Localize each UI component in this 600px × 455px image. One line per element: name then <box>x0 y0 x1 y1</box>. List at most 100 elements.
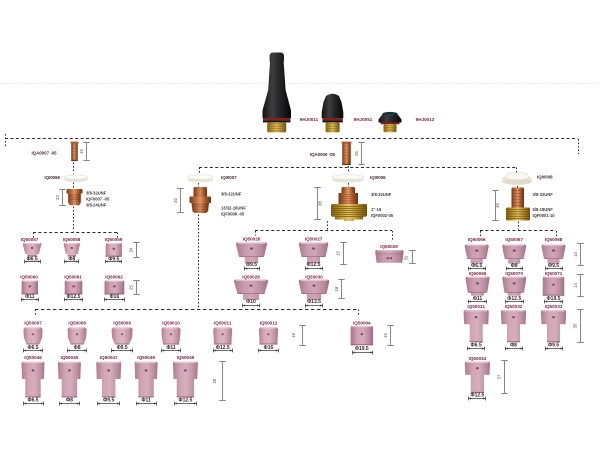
svg-text:IQ50027: IQ50027 <box>305 237 323 242</box>
svg-text:Φ12.5: Φ12.5 <box>178 398 192 404</box>
svg-text:Φ9.5: Φ9.5 <box>108 256 119 262</box>
svg-text:IQA0007 -05: IQA0007 -05 <box>31 151 57 156</box>
svg-text:Φ6.5: Φ6.5 <box>27 398 38 404</box>
svg-text:IQ50011: IQ50011 <box>214 321 232 326</box>
svg-text:Φ11: Φ11 <box>473 296 483 302</box>
svg-text:3/8-32UNF: 3/8-32UNF <box>371 192 392 197</box>
svg-text:Φ6.5: Φ6.5 <box>471 343 482 349</box>
svg-text:Φ6.5: Φ6.5 <box>27 256 38 262</box>
svg-text:IQ50034: IQ50034 <box>469 356 487 361</box>
svg-text:IQ50045: IQ50045 <box>61 355 79 360</box>
svg-text:IQ50047: IQ50047 <box>100 355 118 360</box>
svg-text:15: 15 <box>383 333 388 338</box>
svg-text:IQ50010: IQ50010 <box>162 321 180 326</box>
svg-text:IQ50059: IQ50059 <box>105 237 123 242</box>
svg-text:IQ50028: IQ50028 <box>242 274 260 279</box>
svg-text:Φ8: Φ8 <box>510 343 517 349</box>
svg-text:Φ12.5: Φ12.5 <box>307 262 321 268</box>
svg-text:IQA0006 -05: IQA0006 -05 <box>310 152 336 157</box>
svg-text:Φ8: Φ8 <box>74 345 81 351</box>
svg-text:18: 18 <box>334 286 339 291</box>
svg-text:IQ50026: IQ50026 <box>243 237 261 242</box>
svg-text:Φ9.5: Φ9.5 <box>117 345 128 351</box>
svg-text:Φ6.5: Φ6.5 <box>27 345 38 351</box>
svg-text:9HJ0051: 9HJ0051 <box>354 117 373 122</box>
svg-text:45: 45 <box>495 203 500 208</box>
svg-text:IQF0001-10: IQF0001-10 <box>533 213 556 218</box>
svg-text:Φ11: Φ11 <box>25 294 35 300</box>
svg-text:IQ50032: IQ50032 <box>505 304 523 309</box>
svg-text:Φ13.5: Φ13.5 <box>307 299 321 305</box>
svg-text:3/8-32UNF: 3/8-32UNF <box>221 192 242 197</box>
svg-text:IQ50062: IQ50062 <box>105 275 123 280</box>
svg-text:IQ50067: IQ50067 <box>505 237 523 242</box>
svg-text:25: 25 <box>404 256 409 261</box>
svg-text:3/8-32UNF: 3/8-32UNF <box>86 191 107 196</box>
svg-text:24: 24 <box>129 247 134 252</box>
svg-text:Φ6.5: Φ6.5 <box>471 263 482 269</box>
svg-text:Φ16: Φ16 <box>110 294 120 300</box>
svg-text:32: 32 <box>173 198 178 203</box>
svg-text:Φ10: Φ10 <box>246 299 256 305</box>
svg-text:38: 38 <box>318 201 323 206</box>
svg-text:IQ50049: IQ50049 <box>177 355 195 360</box>
svg-text:IQ50068: IQ50068 <box>545 237 563 242</box>
svg-text:Φ12.5: Φ12.5 <box>67 294 81 300</box>
svg-text:IQI0008: IQI0008 <box>537 175 553 180</box>
svg-text:19: 19 <box>291 333 296 338</box>
svg-text:IQI0006: IQI0006 <box>370 175 386 180</box>
svg-text:15: 15 <box>336 251 341 256</box>
svg-text:Φ12.5: Φ12.5 <box>507 296 521 302</box>
svg-text:IQ50004: IQ50004 <box>353 320 371 325</box>
svg-text:9HJ0012: 9HJ0012 <box>416 117 435 122</box>
svg-text:14: 14 <box>573 252 578 257</box>
svg-text:Φ12.5: Φ12.5 <box>216 345 230 351</box>
svg-text:Φ9.5: Φ9.5 <box>246 262 257 268</box>
svg-text:IQ50058: IQ50058 <box>63 237 81 242</box>
svg-text:Φ9.5: Φ9.5 <box>548 343 559 349</box>
svg-text:IQ50069: IQ50069 <box>469 271 487 276</box>
svg-text:Φ11: Φ11 <box>141 398 151 404</box>
svg-text:IQ50046: IQ50046 <box>24 355 42 360</box>
svg-text:IQ50009: IQ50009 <box>113 321 131 326</box>
svg-text:37: 37 <box>497 374 502 379</box>
svg-text:IQ50070: IQ50070 <box>505 271 523 276</box>
svg-text:25: 25 <box>212 378 217 383</box>
svg-text:15: 15 <box>79 149 84 154</box>
svg-text:Φ12.5: Φ12.5 <box>470 393 484 399</box>
svg-text:1"-16: 1"-16 <box>371 207 382 212</box>
svg-text:9HJ0011: 9HJ0011 <box>300 117 319 122</box>
svg-text:5/8-18UNF: 5/8-18UNF <box>533 207 554 212</box>
svg-text:Φ16: Φ16 <box>264 345 274 351</box>
svg-text:IQ50031: IQ50031 <box>467 304 485 309</box>
svg-text:Φ9.5: Φ9.5 <box>548 263 559 269</box>
svg-text:IQ50007: IQ50007 <box>24 321 42 326</box>
svg-text:IQF0006 -05: IQF0006 -05 <box>221 212 245 217</box>
svg-text:13/32-16UNF: 13/32-16UNF <box>221 206 246 211</box>
svg-text:Φ8: Φ8 <box>68 256 75 262</box>
svg-text:25: 25 <box>129 285 134 290</box>
svg-text:Φ19.5: Φ19.5 <box>355 346 369 352</box>
svg-text:IQF0002-05: IQF0002-05 <box>371 213 394 218</box>
svg-text:IQ50060: IQ50060 <box>20 275 38 280</box>
svg-text:Φ8: Φ8 <box>66 398 73 404</box>
svg-text:Φ11: Φ11 <box>166 345 176 351</box>
svg-text:35: 35 <box>573 323 578 328</box>
svg-text:IQ50029: IQ50029 <box>380 244 398 249</box>
svg-text:Φ9.5: Φ9.5 <box>103 398 114 404</box>
svg-text:IQ50008: IQ50008 <box>68 321 86 326</box>
svg-text:IQ50012: IQ50012 <box>260 321 278 326</box>
svg-text:IQF0007 -05: IQF0007 -05 <box>86 197 110 202</box>
svg-text:24: 24 <box>55 195 60 200</box>
svg-text:IQI0066: IQI0066 <box>44 175 60 180</box>
svg-text:3/8-32UNF: 3/8-32UNF <box>533 192 554 197</box>
svg-text:Φ19.5: Φ19.5 <box>547 296 561 302</box>
svg-text:IQ50048: IQ50048 <box>137 355 155 360</box>
svg-text:IQ50071: IQ50071 <box>545 271 563 276</box>
svg-text:3/8-24UNF: 3/8-24UNF <box>86 203 107 208</box>
svg-text:Φ8: Φ8 <box>511 263 518 269</box>
svg-text:IQ50061: IQ50061 <box>64 275 82 280</box>
svg-text:IQ50033: IQ50033 <box>545 304 563 309</box>
svg-text:IQ50057: IQ50057 <box>21 237 39 242</box>
svg-text:IQI0007: IQI0007 <box>221 175 237 180</box>
